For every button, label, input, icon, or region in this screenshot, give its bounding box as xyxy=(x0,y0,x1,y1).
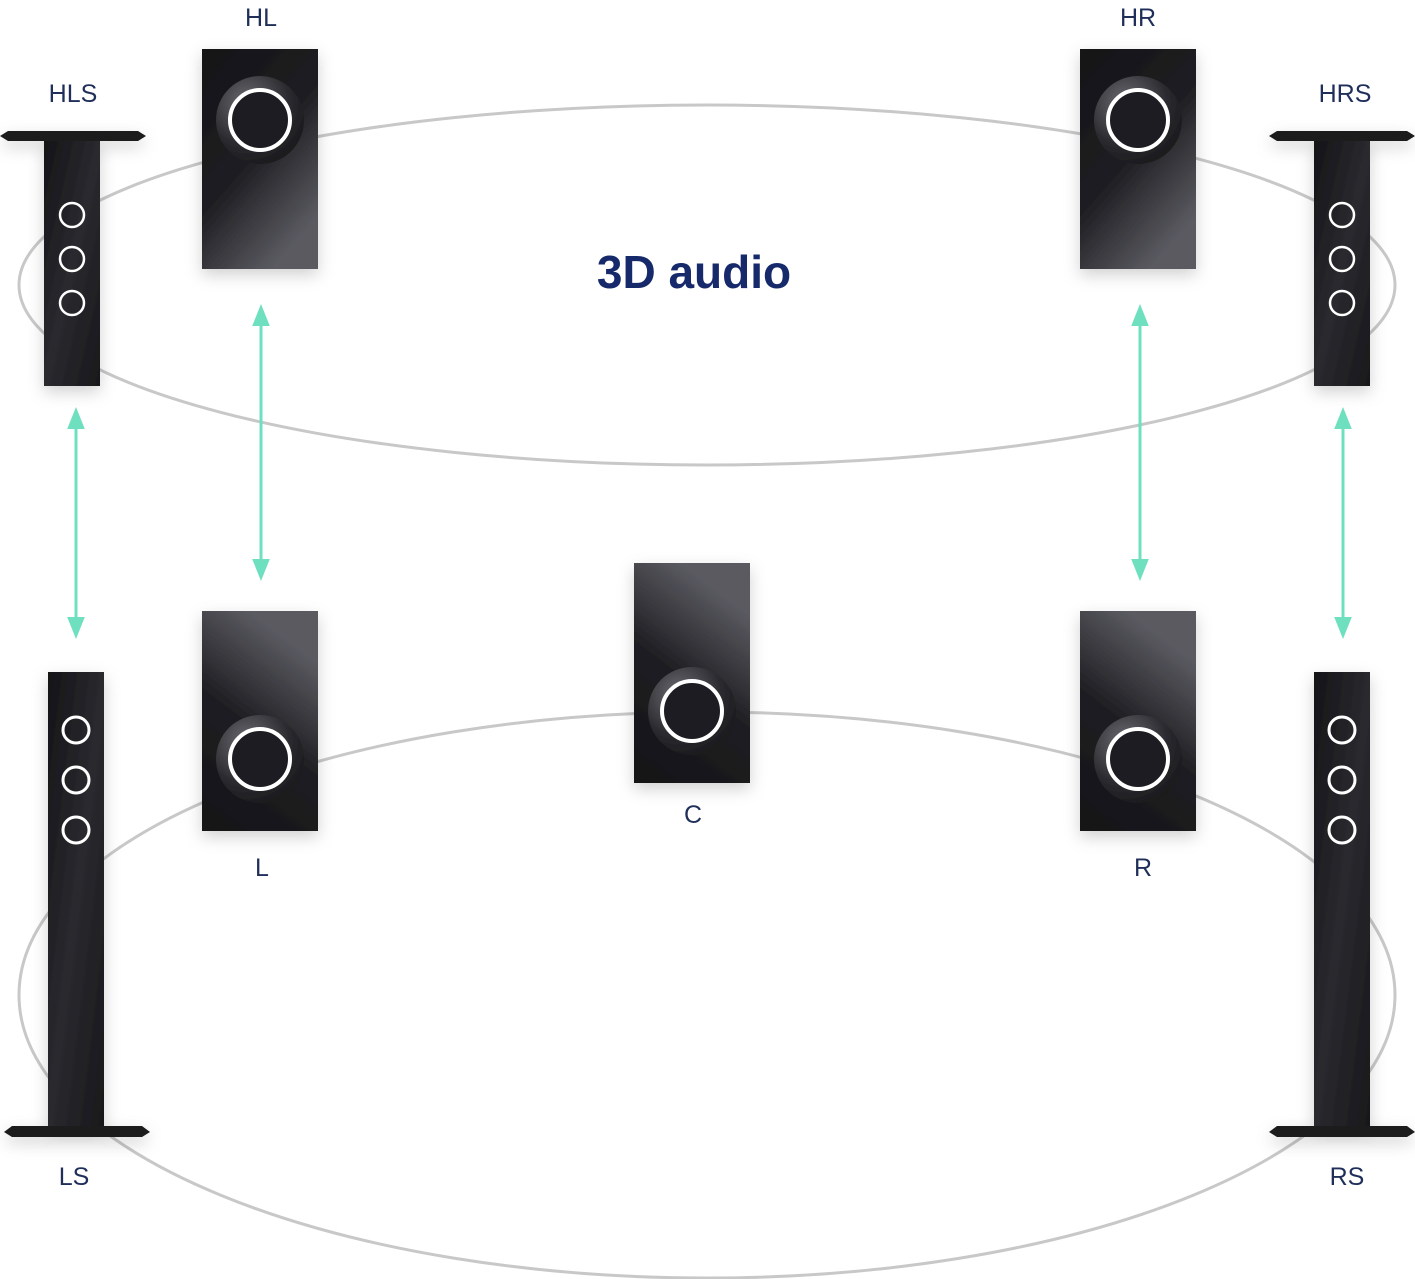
label-ls: LS xyxy=(59,1163,90,1191)
speaker-ls xyxy=(4,672,150,1137)
speaker-l xyxy=(202,611,318,831)
speaker-r xyxy=(1080,611,1196,831)
speaker-hrs xyxy=(1269,131,1415,386)
label-hrs: HRS xyxy=(1319,80,1372,108)
top-ring xyxy=(17,103,1397,467)
label-l: L xyxy=(255,854,269,882)
label-hl: HL xyxy=(245,4,277,32)
label-hr: HR xyxy=(1120,4,1156,32)
speaker-hls xyxy=(0,131,146,386)
label-r: R xyxy=(1134,854,1152,882)
label-c: C xyxy=(684,801,702,829)
speaker-rs xyxy=(1269,672,1415,1137)
label-rs: RS xyxy=(1330,1163,1365,1191)
diagram-title: 3D audio xyxy=(597,246,791,298)
label-hls: HLS xyxy=(49,80,98,108)
speaker-c xyxy=(634,563,750,783)
speaker-hl xyxy=(202,49,318,269)
speaker-hr xyxy=(1080,49,1196,269)
